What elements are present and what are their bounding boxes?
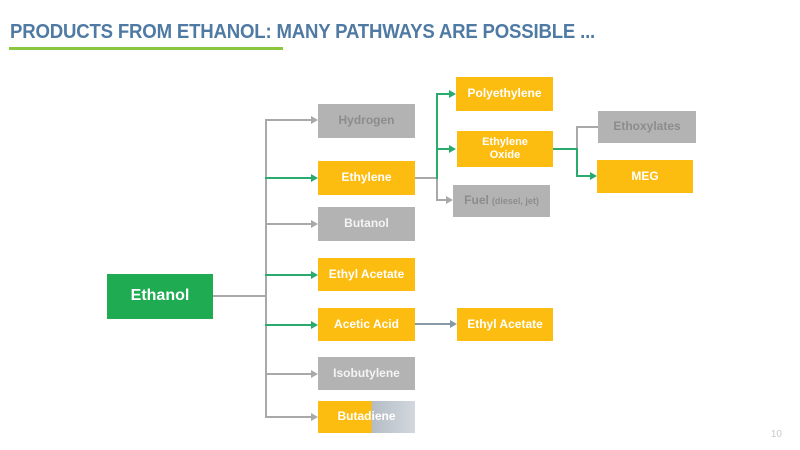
edge-to-polyethylene bbox=[436, 93, 450, 95]
edge-fuel-drop bbox=[436, 179, 438, 201]
node-polyethylene: Polyethylene bbox=[456, 77, 553, 111]
edge-to-meg bbox=[576, 175, 591, 177]
node-ethyl-acetate-1: Ethyl Acetate bbox=[318, 258, 415, 291]
edge-to-ethyl-acetate-2 bbox=[415, 323, 451, 325]
edge-ethoxylates-riser bbox=[576, 126, 578, 150]
arrowhead-polyethylene bbox=[449, 90, 456, 98]
arrowhead-isobutylene bbox=[311, 370, 318, 378]
arrowhead-ethylene bbox=[311, 174, 318, 182]
arrowhead-ethyl-acetate-2 bbox=[450, 320, 457, 328]
edge-to-hydrogen bbox=[265, 119, 311, 121]
edge-to-fuel bbox=[436, 199, 447, 201]
edge-to-ethylene bbox=[265, 177, 311, 179]
node-ethylene-oxide: Ethylene Oxide bbox=[457, 131, 553, 167]
node-acetic-acid: Acetic Acid bbox=[318, 308, 415, 341]
edge-to-acetic-acid bbox=[265, 324, 311, 326]
edge-to-ethyl-acetate-1 bbox=[265, 274, 311, 276]
arrowhead-butanol bbox=[311, 220, 318, 228]
edge-to-butanol bbox=[265, 223, 311, 225]
edge-meg-drop bbox=[576, 148, 578, 177]
arrowhead-hydrogen bbox=[311, 116, 318, 124]
node-ethanol: Ethanol bbox=[107, 274, 213, 319]
node-ethylene: Ethylene bbox=[318, 161, 415, 195]
arrowhead-acetic-acid bbox=[311, 321, 318, 329]
arrowhead-butadiene bbox=[311, 413, 318, 421]
node-butadiene: Butadiene bbox=[318, 401, 415, 433]
slide-title: PRODUCTS FROM ETHANOL: MANY PATHWAYS ARE… bbox=[10, 21, 596, 43]
title-underline bbox=[9, 47, 283, 50]
node-meg: MEG bbox=[597, 160, 693, 193]
edge-to-ethoxylates bbox=[576, 126, 598, 128]
node-isobutylene: Isobutylene bbox=[318, 357, 415, 390]
node-ethyl-acetate-2: Ethyl Acetate bbox=[457, 308, 553, 341]
edge-to-butadiene bbox=[265, 416, 311, 418]
node-hydrogen: Hydrogen bbox=[318, 104, 415, 138]
edge-ethylene-riser bbox=[436, 93, 438, 179]
edge-ethylene-out bbox=[415, 177, 437, 179]
arrowhead-meg bbox=[590, 172, 597, 180]
fuel-sublabel: (diesel, jet) bbox=[491, 195, 539, 206]
edge-ethanol-trunk bbox=[265, 119, 267, 418]
node-ethoxylates: Ethoxylates bbox=[598, 111, 696, 143]
node-fuel: Fuel (diesel, jet) bbox=[453, 185, 550, 217]
edge-ethylene-oxide-out bbox=[553, 148, 578, 150]
edge-ethanol-out bbox=[213, 295, 266, 297]
arrowhead-ethyl-acetate-1 bbox=[311, 271, 318, 279]
arrowhead-ethylene-oxide bbox=[449, 145, 456, 153]
edge-to-ethylene-oxide bbox=[436, 148, 450, 150]
node-butanol: Butanol bbox=[318, 207, 415, 241]
edge-to-isobutylene bbox=[265, 373, 311, 375]
arrowhead-fuel bbox=[446, 196, 453, 204]
fuel-label: Fuel bbox=[464, 193, 489, 208]
page-number: 10 bbox=[770, 429, 782, 440]
